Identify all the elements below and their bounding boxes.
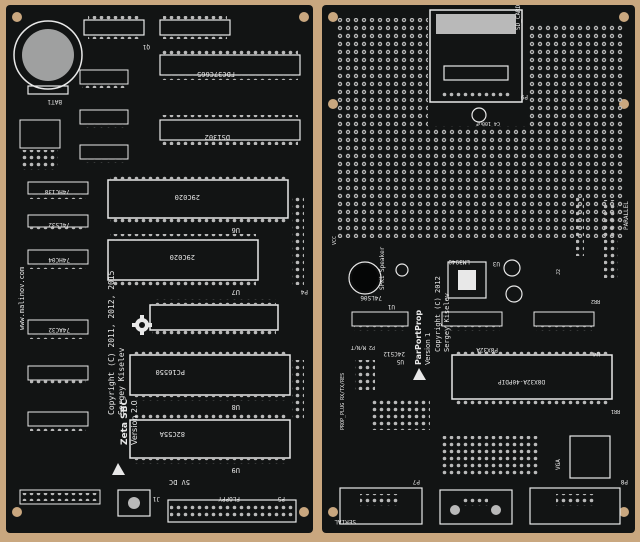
prop-plug-label: PROP_PLUG RX/TX/RES — [340, 373, 346, 430]
left-chip-column — [19, 119, 89, 431]
chip-label: 74HC04 — [48, 256, 70, 263]
chip-label: U9 — [232, 466, 240, 474]
gear-icon — [132, 315, 152, 335]
component-label: RR2 — [591, 298, 600, 304]
logo-icon — [112, 463, 125, 475]
parallel-label: PARALLEL — [623, 201, 630, 230]
header-p4 — [292, 195, 304, 285]
connector-label: P7 — [412, 478, 420, 485]
chip-label: U6 — [232, 226, 240, 234]
left-title: Zeta SBC — [120, 399, 130, 445]
connector-label: P5 — [277, 495, 285, 502]
connector-label: P8 — [620, 478, 628, 485]
regulator — [447, 261, 487, 299]
right-title: ParPortProp — [414, 310, 423, 365]
component-label: J2 — [556, 269, 562, 275]
chip-label: LM3940 — [448, 258, 470, 265]
mount-hole-icon — [12, 12, 22, 22]
chip-label: PC16550 — [155, 368, 185, 376]
chip-label: U1 — [387, 303, 395, 310]
component-label: RR1 — [611, 408, 620, 414]
left-url: www.malinov.com — [18, 267, 26, 330]
mount-hole-icon — [328, 99, 338, 109]
chip-label: 74LS32 — [48, 221, 70, 228]
battery-holder — [13, 20, 83, 95]
chip-label: 29C020 — [175, 193, 200, 201]
parallel-header — [604, 200, 618, 278]
connector-label: P2 M/N/T — [351, 344, 375, 350]
chip-label: 29C020 — [170, 253, 195, 261]
left-author: Sergey Kiselev — [117, 347, 126, 415]
mount-hole-icon — [328, 12, 338, 22]
chip-label: 74LS06 — [360, 294, 382, 301]
power-jack — [117, 489, 151, 517]
mount-hole-icon — [12, 507, 22, 517]
connector-label: P4 — [300, 288, 308, 295]
board-left: Zeta SBC Version 2.0 Copyright (C) 2011,… — [6, 5, 313, 533]
mount-hole-icon — [619, 507, 629, 517]
sd-card-label: SD_CARD — [515, 4, 522, 30]
speaker-label: SPK1 Speaker — [379, 246, 386, 290]
component-label: C4 100uF — [476, 120, 500, 126]
propeller-socket — [451, 349, 613, 405]
component-label: Q1 — [142, 43, 150, 50]
chip-label: P8X32A — [476, 346, 498, 353]
mount-hole-icon — [328, 507, 338, 517]
left-copyright: Copyright (C) 2011, 2012, 2015 — [107, 270, 116, 415]
resistor-array — [442, 436, 538, 476]
chip-label: FDC37C665 — [197, 70, 235, 78]
power-label: 5V DC — [169, 478, 190, 486]
mount-hole-icon — [299, 12, 309, 22]
left-version: Version 2.0 — [130, 400, 139, 445]
chip-label: U5 — [396, 358, 404, 365]
chip-label: U4 — [592, 350, 600, 357]
left-silkscreen-rotated: Zeta SBC Version 2.0 Copyright (C) 2011,… — [18, 43, 308, 502]
component-label: BAT1 — [47, 98, 62, 105]
chip-label: U7 — [232, 288, 240, 296]
mount-hole-icon — [299, 507, 309, 517]
chip-label: 74HC138 — [44, 188, 70, 195]
chip-label: DS1302 — [205, 133, 230, 141]
vga-label: VGA — [555, 459, 562, 470]
vcc-label: VCC — [332, 236, 338, 245]
right-version: Version 1 — [424, 333, 432, 365]
right-copyright: Copyright (C) 2012 — [434, 276, 442, 352]
logo-icon — [413, 368, 426, 380]
prototype-area — [336, 18, 428, 126]
big-dip-sockets — [107, 174, 291, 464]
sd-card-socket — [429, 9, 523, 103]
chip-label: U3 — [492, 260, 500, 267]
floppy-label: FLOPPY — [218, 495, 240, 502]
connector-label: P9 — [520, 93, 528, 100]
right-author: Sergey Kiselev — [443, 293, 451, 352]
mount-hole-icon — [619, 12, 629, 22]
connector-label: J1 — [152, 495, 160, 502]
chip-label: U8 — [232, 403, 240, 411]
chip-label: 82C55A — [159, 430, 185, 438]
chip-label: 74AC32 — [48, 326, 70, 333]
right-silkscreen: ParPortProp Version 1 Copyright (C) 2012… — [332, 4, 630, 525]
chip-label: D8X32A-40PDIP — [498, 378, 545, 385]
chip-label: 24C512 — [383, 350, 405, 357]
board-right: ParPortProp Version 1 Copyright (C) 2012… — [322, 4, 635, 533]
serial-label: SERIAL — [334, 518, 356, 525]
